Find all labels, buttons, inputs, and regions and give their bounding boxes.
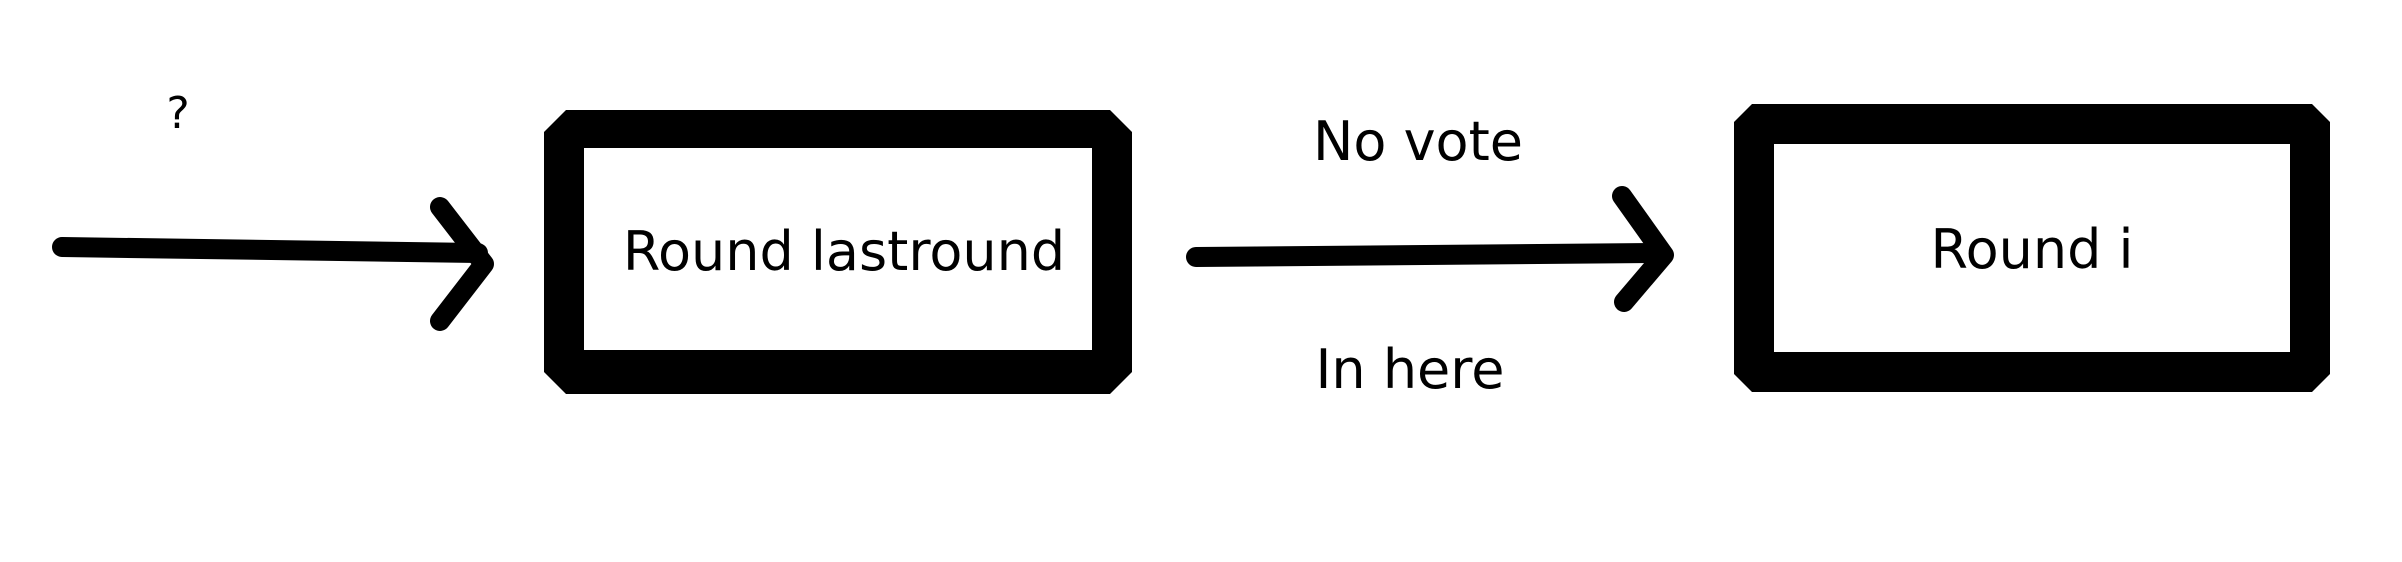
box-last-round: Round lastround: [544, 110, 1132, 394]
incoming-arrow: [52, 197, 494, 331]
box-round-i-label: Round i: [1930, 218, 2133, 281]
box-last-round-label: Round lastround: [623, 220, 1065, 283]
edge-label-top: No vote: [1313, 110, 1523, 173]
box-round-i: Round i: [1734, 104, 2330, 392]
edge-label-bottom: In here: [1316, 338, 1505, 401]
edge-arrow: [1186, 186, 1674, 312]
incoming-label: ?: [166, 88, 189, 139]
